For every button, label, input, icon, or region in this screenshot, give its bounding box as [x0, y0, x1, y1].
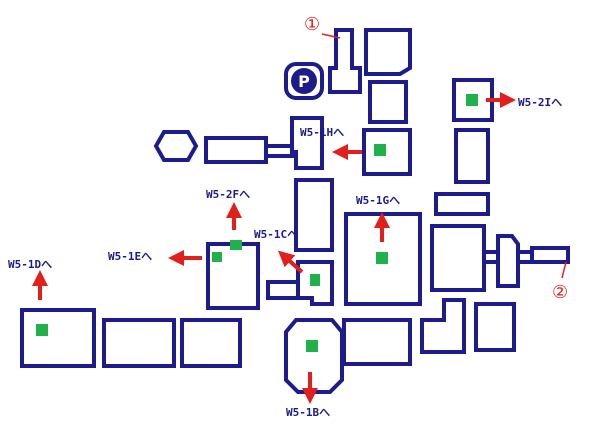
- green-marker-w5-2f: [230, 240, 242, 250]
- room-right-flat: [434, 192, 490, 216]
- room-w5-2f: [206, 242, 260, 310]
- room-top-mid: [368, 80, 408, 124]
- point-2-label: ②: [552, 282, 569, 303]
- room-bottom-right: [474, 302, 516, 352]
- green-marker-w5-1b: [306, 340, 318, 352]
- parking-sign-letter: P: [298, 72, 310, 91]
- label-w5-2f: W5-2Fへ: [206, 188, 251, 201]
- label-w5-1d: W5-1Dへ: [8, 258, 53, 271]
- green-marker-w5-1d: [36, 324, 48, 336]
- label-w5-1c: W5-1Cへ: [254, 228, 299, 241]
- room-w5-1b: [284, 318, 344, 394]
- green-marker-w5-1g: [376, 252, 388, 264]
- green-marker-w5-1e: [212, 252, 222, 262]
- green-marker-w5-2i: [466, 94, 478, 106]
- room-hex: [153, 130, 199, 162]
- label-w5-1b: W5-1Bへ: [286, 406, 331, 419]
- corridor-exit-2: [530, 246, 570, 264]
- corridor-east-link: [482, 250, 500, 264]
- corridor-west-1c: [266, 280, 300, 300]
- point-1-label: ①: [304, 14, 321, 35]
- label-w5-1g: W5-1Gへ: [356, 194, 401, 207]
- parking-sign-icon: P: [291, 68, 317, 94]
- corridor-link-h: [264, 144, 294, 158]
- room-bottom-right-l: [420, 298, 466, 354]
- label-w5-2i: W5-2Iへ: [518, 96, 563, 109]
- room-green-1: [362, 128, 412, 176]
- room-bottom-3: [180, 318, 242, 368]
- corridor-east-link-2: [516, 250, 534, 264]
- pointer-1-line: [321, 33, 341, 39]
- green-marker-w5-1h: [374, 144, 386, 156]
- room-top-right: [364, 28, 412, 76]
- green-marker-w5-1c: [310, 274, 320, 286]
- label-w5-1h: W5-1Hへ: [300, 126, 345, 139]
- room-w5-1c-upper: [294, 178, 334, 252]
- room-right-tall: [454, 128, 490, 184]
- room-east-passage: [496, 234, 520, 288]
- room-middle: [342, 318, 412, 366]
- arrow-w5-1c: [278, 250, 304, 274]
- label-w5-1e: W5-1Eへ: [108, 250, 153, 263]
- room-bottom-2: [102, 318, 176, 368]
- pointer-2-line: [561, 261, 567, 279]
- room-top-corridor: [328, 28, 362, 94]
- room-east: [430, 224, 486, 292]
- corridor-hex: [204, 136, 268, 164]
- room-w5-1d: [20, 308, 96, 368]
